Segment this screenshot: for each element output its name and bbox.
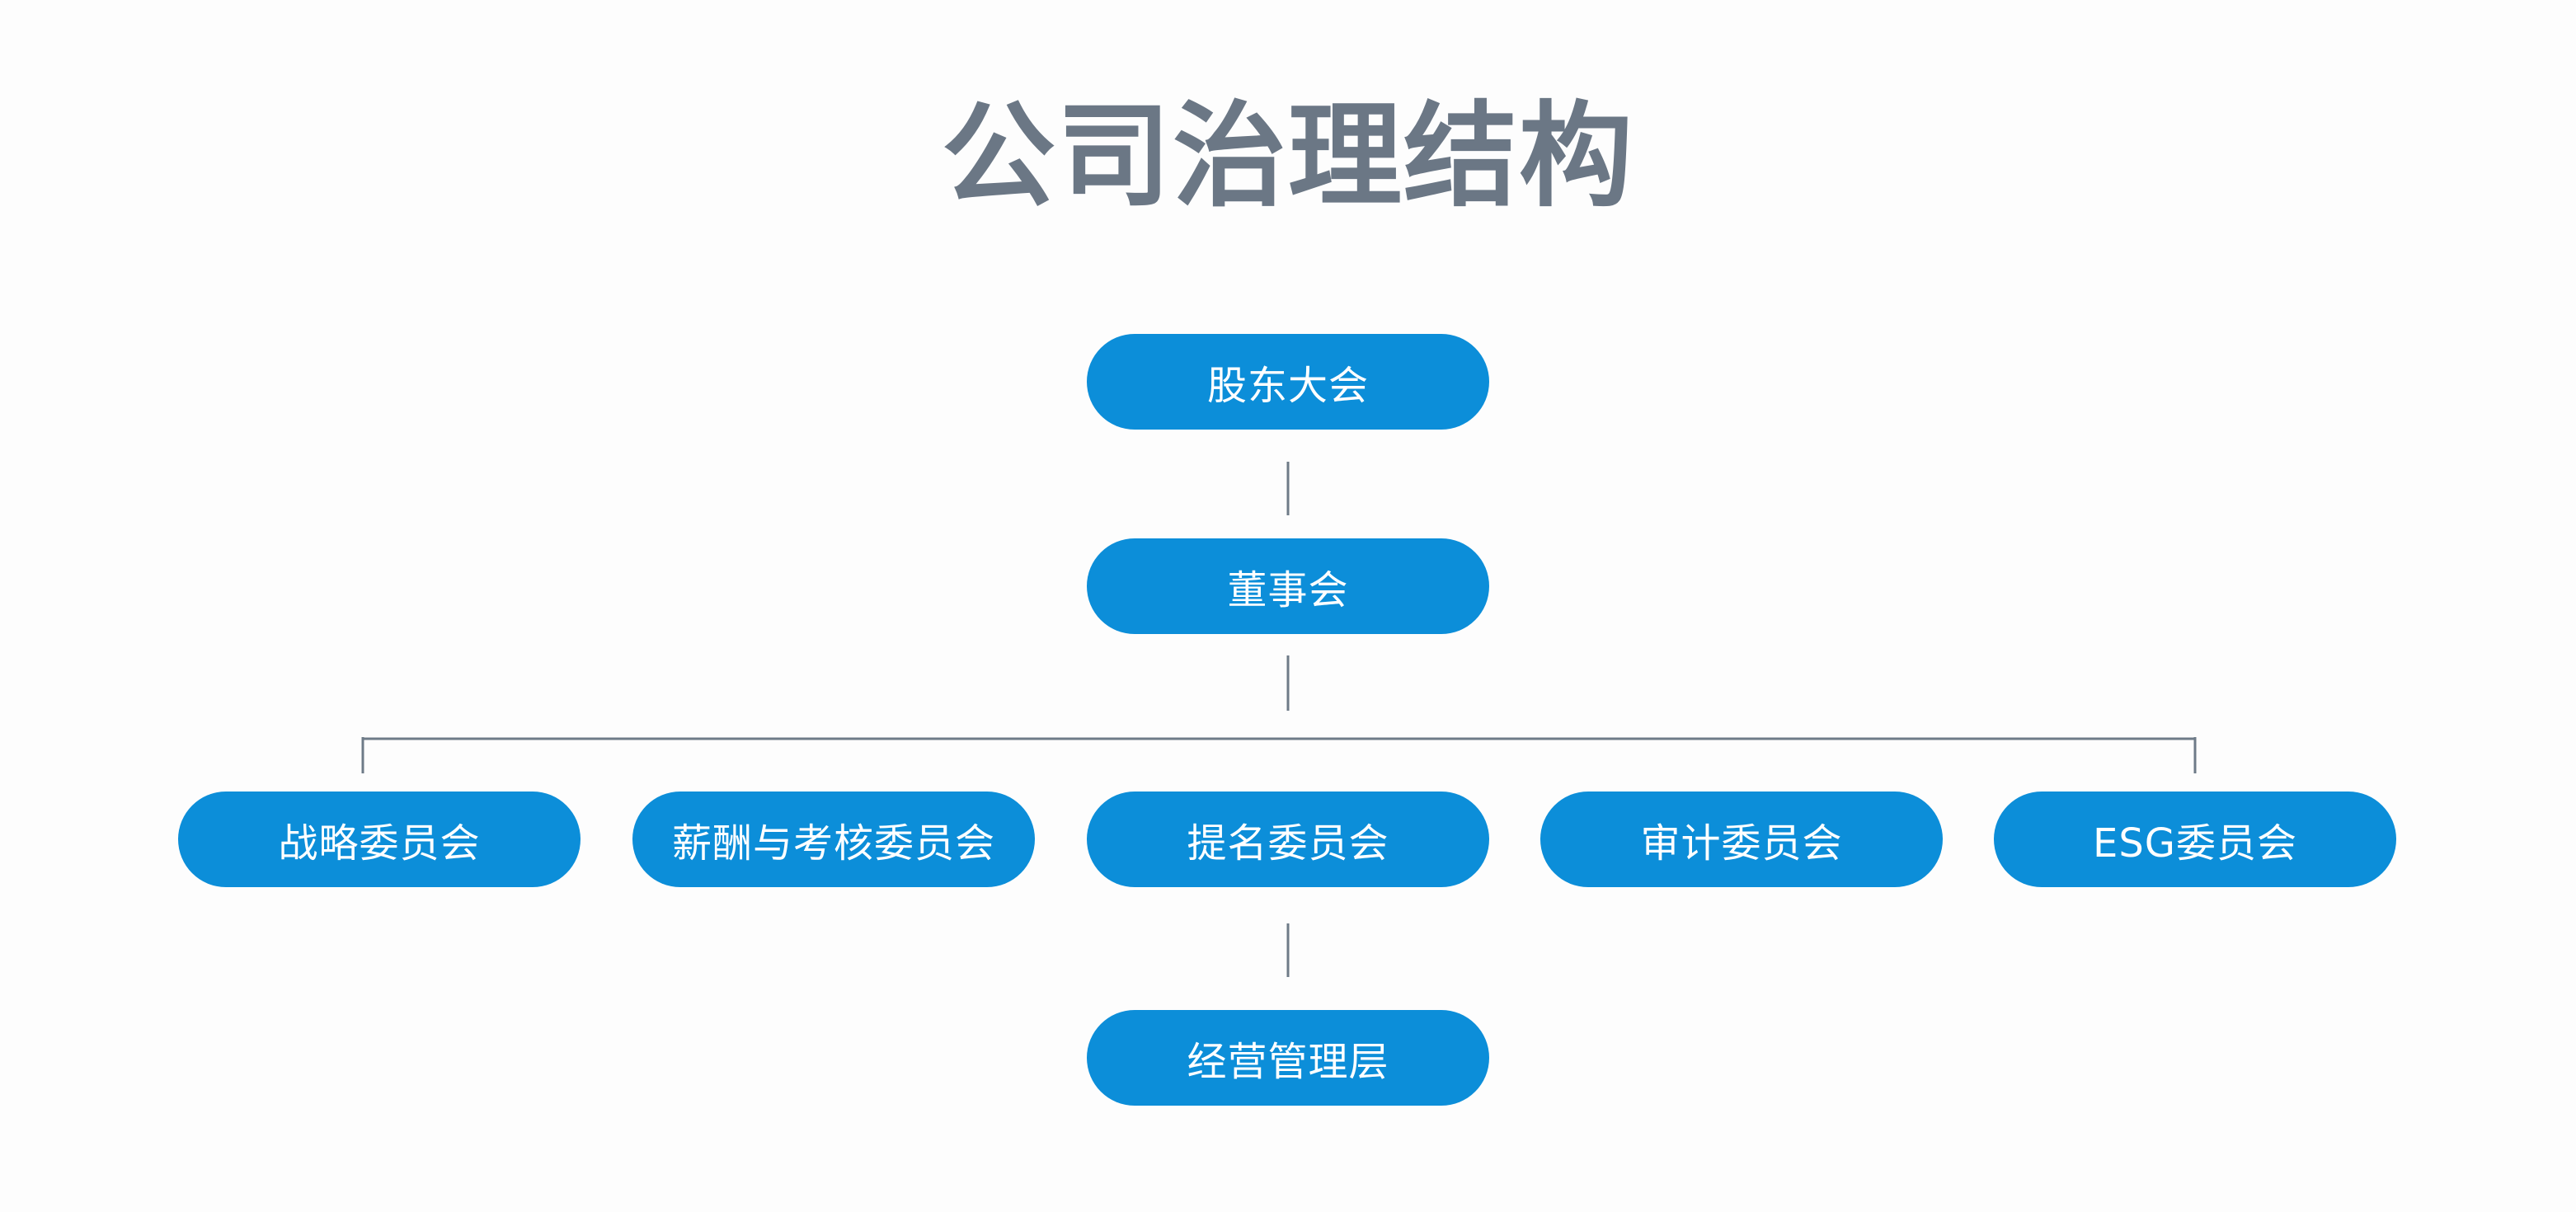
node-audit-committee[interactable]: 审计委员会 bbox=[1540, 792, 1943, 887]
node-management[interactable]: 经营管理层 bbox=[1087, 1010, 1489, 1106]
node-shareholders-meeting[interactable]: 股东大会 bbox=[1087, 334, 1489, 430]
node-remuneration-committee[interactable]: 薪酬与考核委员会 bbox=[632, 792, 1035, 887]
node-board-of-directors[interactable]: 董事会 bbox=[1087, 538, 1489, 634]
node-esg-committee[interactable]: ESG委员会 bbox=[1994, 792, 2396, 887]
node-strategy-committee[interactable]: 战略委员会 bbox=[178, 792, 581, 887]
page-title: 公司治理结构 bbox=[941, 90, 1634, 223]
node-nomination-committee[interactable]: 提名委员会 bbox=[1087, 792, 1489, 887]
